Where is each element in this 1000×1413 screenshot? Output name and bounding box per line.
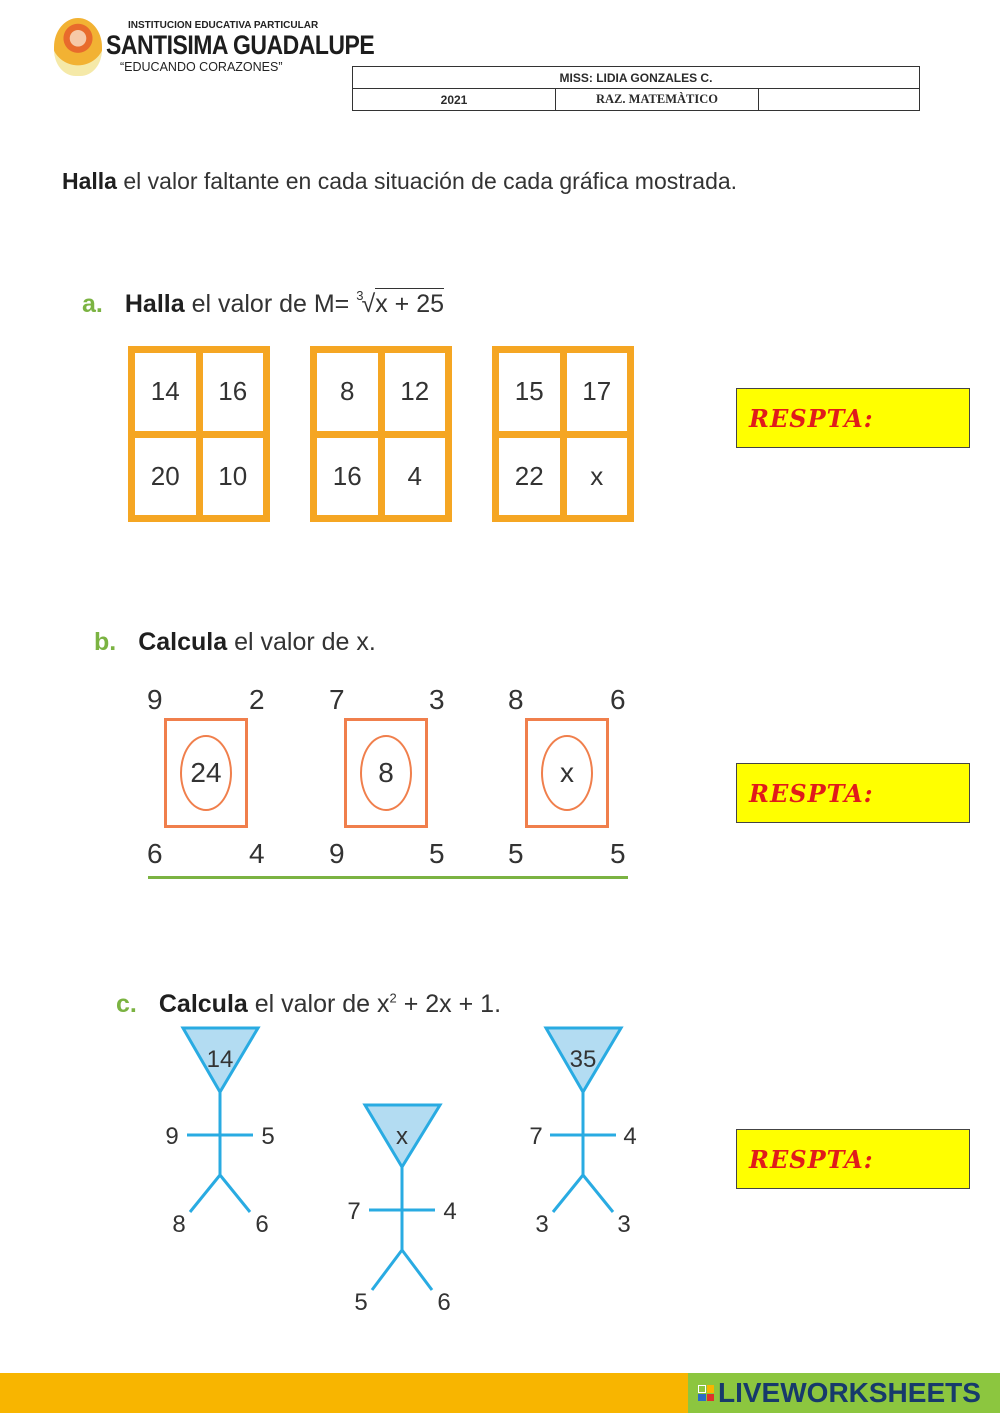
liveworksheets-logo[interactable]: LIVEWORKSHEETS (688, 1373, 1000, 1413)
square-figure-2: 8 (344, 718, 428, 828)
blank-cell (758, 88, 920, 111)
institution-type: INSTITUCION EDUCATIVA PARTICULAR (128, 20, 319, 31)
institution-motto: “EDUCANDO CORAZONES” (120, 60, 283, 74)
institution-name: SANTISIMA GUADALUPE (106, 30, 375, 60)
year-cell: 2021 (352, 88, 556, 111)
answer-input-a[interactable] (879, 405, 974, 431)
grid-cell: 17 (566, 353, 627, 431)
question-c-title: c. Calcula el valor de x2 + 2x + 1. (116, 990, 501, 1019)
green-divider (148, 876, 628, 879)
question-a-title: a. Halla el valor de M= 3√x + 25 (82, 288, 445, 319)
center-circle: 24 (180, 735, 232, 811)
corner-number: 9 (329, 838, 345, 869)
corner-number: 5 (429, 838, 445, 869)
answer-label-a: RESPTA: (749, 403, 874, 433)
corner-number: 6 (147, 838, 163, 869)
answer-label-c: RESPTA: (749, 1144, 874, 1174)
corner-number: 7 (329, 684, 345, 715)
exponent: 2 (389, 990, 397, 1006)
question-b-bold: Calcula (138, 628, 228, 656)
root-index: 3 (356, 288, 364, 303)
answer-input-c[interactable] (879, 1146, 974, 1172)
grid-cell: 20 (135, 437, 196, 515)
instruction-bold: Halla (62, 168, 117, 194)
brand-text: LIVEWORKSHEETS (718, 1377, 981, 1408)
question-a-bold: Halla (124, 290, 185, 318)
subject-cell: RAZ. MATEMÀTICO (555, 88, 759, 111)
corner-number: 8 (508, 684, 524, 715)
teacher-name: MISS: LIDIA GONZALES C. (352, 66, 920, 89)
svg-text:5: 5 (261, 1123, 274, 1150)
radicand: x + 25 (375, 288, 445, 318)
svg-text:4: 4 (623, 1123, 636, 1150)
corner-number: 2 (249, 684, 265, 715)
svg-text:6: 6 (255, 1211, 268, 1238)
number-grid-2: 8 12 16 4 (310, 346, 452, 522)
header-info-table: MISS: LIDIA GONZALES C. 2021 RAZ. MATEMÀ… (352, 66, 920, 111)
corner-number: 3 (429, 684, 445, 715)
corner-number: 9 (147, 684, 163, 715)
svg-text:35: 35 (570, 1046, 597, 1073)
answer-label-b: RESPTA: (749, 778, 874, 808)
stick-figures: 14 9 5 8 6 x 7 4 5 6 35 7 4 3 3 (165, 1026, 637, 1316)
svg-text:8: 8 (172, 1211, 185, 1238)
question-c-text-after: + 2x + 1. (396, 990, 502, 1018)
answer-input-b[interactable] (879, 780, 974, 806)
question-b-letter: b. (94, 628, 117, 656)
figure-head-value: 14 (207, 1046, 234, 1073)
svg-text:6: 6 (437, 1289, 450, 1316)
grid-cell: 14 (135, 353, 196, 431)
svg-text:9: 9 (165, 1123, 178, 1150)
grid-cell: 15 (499, 353, 560, 431)
square-figure-1: 24 (164, 718, 248, 828)
grid-cell: x (566, 437, 627, 515)
svg-text:5: 5 (354, 1289, 367, 1316)
svg-text:3: 3 (617, 1211, 630, 1238)
grid-cell: 22 (499, 437, 560, 515)
svg-text:7: 7 (347, 1198, 360, 1225)
school-logo (54, 18, 102, 76)
number-grid-3: 15 17 22 x (492, 346, 634, 522)
svg-text:7: 7 (529, 1123, 542, 1150)
question-c-text: el valor de x (247, 990, 390, 1018)
stick-figure-3: 35 7 4 3 3 (529, 1026, 637, 1238)
stick-figure-2: x 7 4 5 6 (347, 1103, 457, 1316)
square-figure-3: x (525, 718, 609, 828)
center-circle: 8 (360, 735, 412, 811)
answer-box-c[interactable]: RESPTA: (736, 1129, 974, 1189)
grid-cell: 16 (317, 437, 378, 515)
question-c-letter: c. (116, 990, 137, 1018)
question-c-bold: Calcula (158, 990, 248, 1018)
svg-text:3: 3 (535, 1211, 548, 1238)
svg-text:4: 4 (443, 1198, 456, 1225)
answer-box-b[interactable]: RESPTA: (736, 763, 974, 823)
corner-number: 6 (610, 684, 626, 715)
corner-number: 4 (249, 838, 265, 869)
question-a-text: el valor de M= (184, 290, 357, 318)
question-b-text: el valor de x. (227, 628, 376, 656)
svg-text:x: x (396, 1123, 408, 1150)
instruction-text: Halla el valor faltante en cada situació… (62, 168, 737, 195)
question-a-letter: a. (82, 290, 103, 318)
corner-number: 5 (610, 838, 626, 869)
grid-cell: 12 (384, 353, 445, 431)
instruction-rest: el valor faltante en cada situación de c… (116, 168, 738, 194)
stick-figure-1: 14 9 5 8 6 (165, 1026, 275, 1238)
grid-cell: 10 (202, 437, 263, 515)
corner-number: 5 (508, 838, 524, 869)
answer-box-a[interactable]: RESPTA: (736, 388, 974, 448)
grid-cell: 8 (317, 353, 378, 431)
live-blocks-icon (698, 1385, 714, 1401)
grid-cell: 4 (384, 437, 445, 515)
center-circle: x (541, 735, 593, 811)
question-b-title: b. Calcula el valor de x. (94, 628, 376, 657)
grid-cell: 16 (202, 353, 263, 431)
radical-sign: √ (361, 290, 376, 318)
number-grid-1: 14 16 20 10 (128, 346, 270, 522)
